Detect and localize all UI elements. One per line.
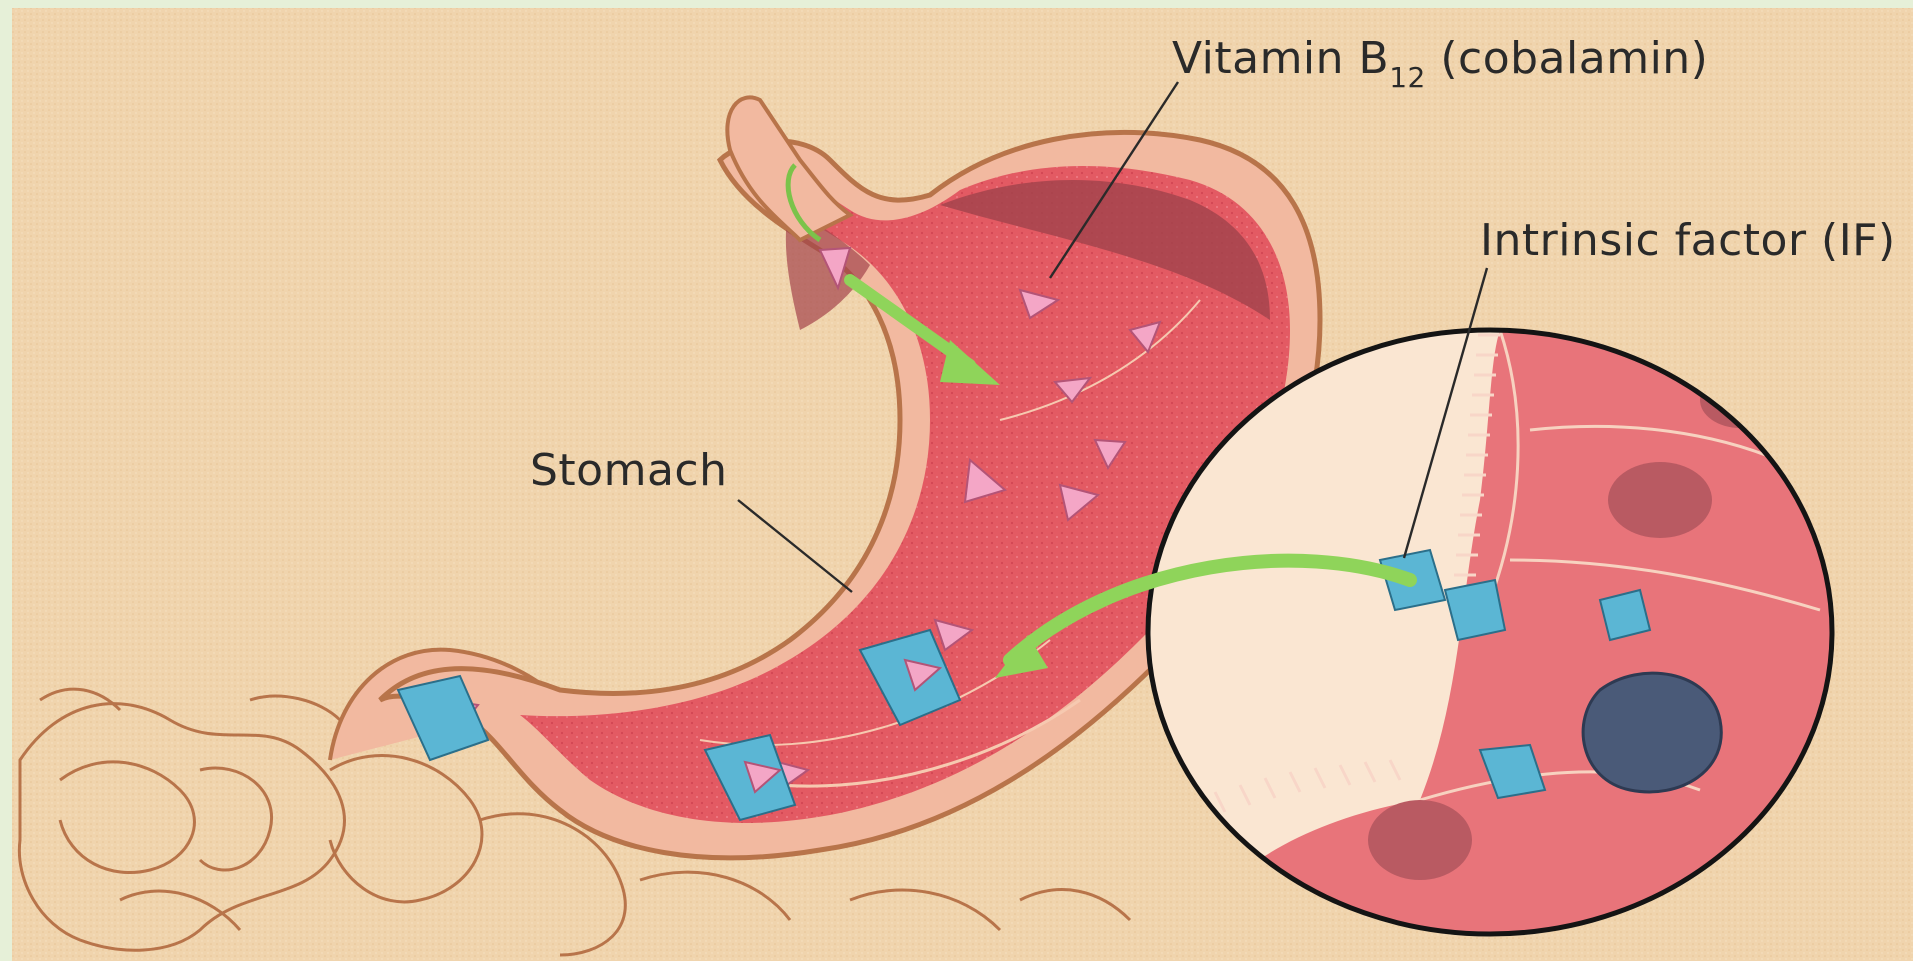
cell-nucleus — [1608, 462, 1712, 538]
vitamin-suffix-text: (cobalamin) — [1426, 33, 1708, 84]
vitamin-subscript-text: 12 — [1389, 61, 1426, 94]
cell-nucleus-dark — [1583, 673, 1721, 792]
intrinsic-factor-text: Intrinsic factor (IF) — [1480, 215, 1896, 266]
cell-nucleus — [1368, 800, 1472, 880]
vitamin-prefix-text: Vitamin B — [1172, 33, 1389, 84]
stomach-text: Stomach — [530, 445, 728, 496]
if-b12-complex — [1600, 590, 1650, 640]
